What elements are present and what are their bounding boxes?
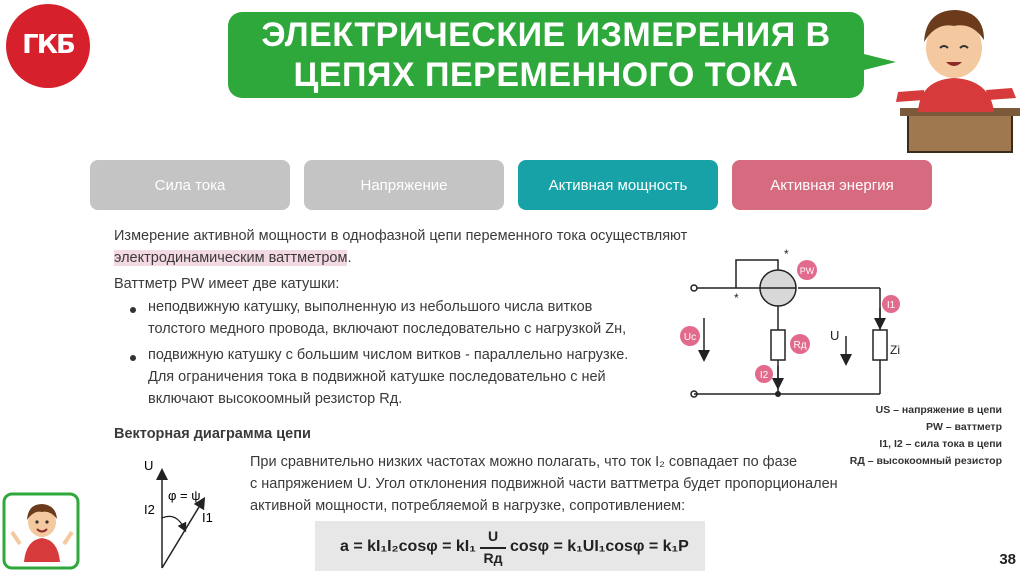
formula-denominator: Rд [483, 550, 503, 566]
tab-active-power-label: Активная мощность [548, 176, 688, 194]
tab-active-energy-label: Активная энергия [770, 176, 894, 194]
vector-i1 [161, 496, 206, 569]
intro-line-2-end: . [347, 250, 352, 266]
star-left: * [734, 291, 739, 305]
formula-left: a = kI₁I₂cosφ = kI₁ [340, 538, 476, 555]
vector-i2-label: I2 [144, 502, 155, 517]
u-label: U [830, 328, 839, 343]
title-banner [228, 12, 864, 98]
tab-current-label: Сила тока [154, 176, 226, 194]
bullet-dot-2 [130, 355, 136, 361]
uc-label: Uc [684, 332, 696, 343]
cartoon-boy-illustration [2, 492, 80, 570]
desk [907, 111, 1013, 153]
legend-line-4: RД – высокоомный резистор [849, 455, 1002, 467]
intro-line-2: электродинамическим ваттметром. [114, 250, 351, 266]
tab-active-energy[interactable]: Активная энергия [732, 160, 932, 210]
title-line-2: ЦЕПЯХ ПЕРЕМЕННОГО ТОКА [293, 56, 799, 94]
uc-badge [680, 326, 700, 346]
teacher-illustration [896, 10, 1020, 153]
rd-badge [790, 334, 810, 354]
bullet-dot-1 [130, 307, 136, 313]
mouth [946, 62, 962, 66]
i2-badge [755, 365, 773, 383]
right-arm [986, 88, 1016, 100]
tab-voltage-label: Напряжение [360, 176, 448, 194]
phase-line-2: с напряжением U. Угол отклонения подвижн… [250, 476, 838, 492]
i1-label: I1 [887, 300, 896, 311]
hair [924, 10, 984, 42]
bullet-2-line-3: включают высокоомный резистор Rд. [148, 391, 403, 407]
tab-active-power[interactable]: Активная мощность [518, 160, 718, 210]
zi-label: Zi [890, 343, 900, 357]
legend-line-2: PW – ваттметр [925, 421, 1002, 433]
vector-u-label: U [144, 458, 153, 473]
left-eye [939, 45, 949, 49]
vector-angle-label: φ = ψ [168, 488, 201, 503]
legend-line-3: I1, I2 – сила тока в цепи [879, 438, 1002, 450]
rd-label: Rд [793, 340, 806, 351]
bullet-1-line-2: толстого медного провода, включают после… [148, 321, 627, 337]
speech-pointer [856, 52, 896, 72]
phase-line-3: активной мощности, потребляемой в нагруз… [250, 498, 686, 514]
formula-box [315, 521, 705, 571]
bullet-2-line-1: подвижную катушку с большим числом витко… [148, 347, 629, 363]
bullet-1-line-1: неподвижную катушку, выполненную из небо… [148, 299, 593, 315]
phase-line-1: При сравнительно низких частотах можно п… [250, 454, 798, 470]
vector-i1-label: I1 [202, 510, 213, 525]
pw-label: PW [800, 266, 815, 276]
legend-line-1: US – напряжение в цепи [875, 404, 1002, 416]
title-line-1: ЭЛЕКТРИЧЕСКИЕ ИЗМЕРЕНИЯ В [261, 16, 831, 54]
circuit-diagram: PW I1 I2 Uc Rд U Zi * * [680, 248, 900, 398]
angle-arc [161, 515, 187, 533]
tab-voltage[interactable]: Напряжение [304, 160, 504, 210]
bullet-2-line-2: Для ограничения тока в подвижной катушке… [148, 369, 606, 385]
star-top: * [784, 248, 789, 261]
right-eye [959, 45, 969, 49]
highlight-wattmeter: электродинамическим ваттметром [114, 250, 348, 266]
intro-line-1: Измерение активной мощности в однофазной… [114, 228, 688, 244]
logo-text: ГКБ [22, 30, 76, 60]
formula-numerator: U [487, 528, 499, 544]
fraction-bar [480, 547, 506, 549]
vector-diagram: U I2 I1 φ = ψ [144, 458, 213, 569]
wattmeter-intro: Ваттметр PW имеет две катушки: [114, 276, 340, 292]
formula-right: cosφ = k₁UI₁cosφ = k₁P [510, 538, 689, 555]
shirt [918, 78, 994, 112]
tab-current[interactable]: Сила тока [90, 160, 290, 210]
pw-badge [797, 260, 817, 280]
i2-label: I2 [760, 370, 769, 381]
i1-badge [882, 295, 900, 313]
face [926, 18, 982, 78]
page-number: 38 [999, 551, 1016, 568]
company-logo [6, 4, 90, 88]
left-arm [896, 90, 924, 102]
vector-diagram-heading: Векторная диаграмма цепи [114, 426, 311, 442]
